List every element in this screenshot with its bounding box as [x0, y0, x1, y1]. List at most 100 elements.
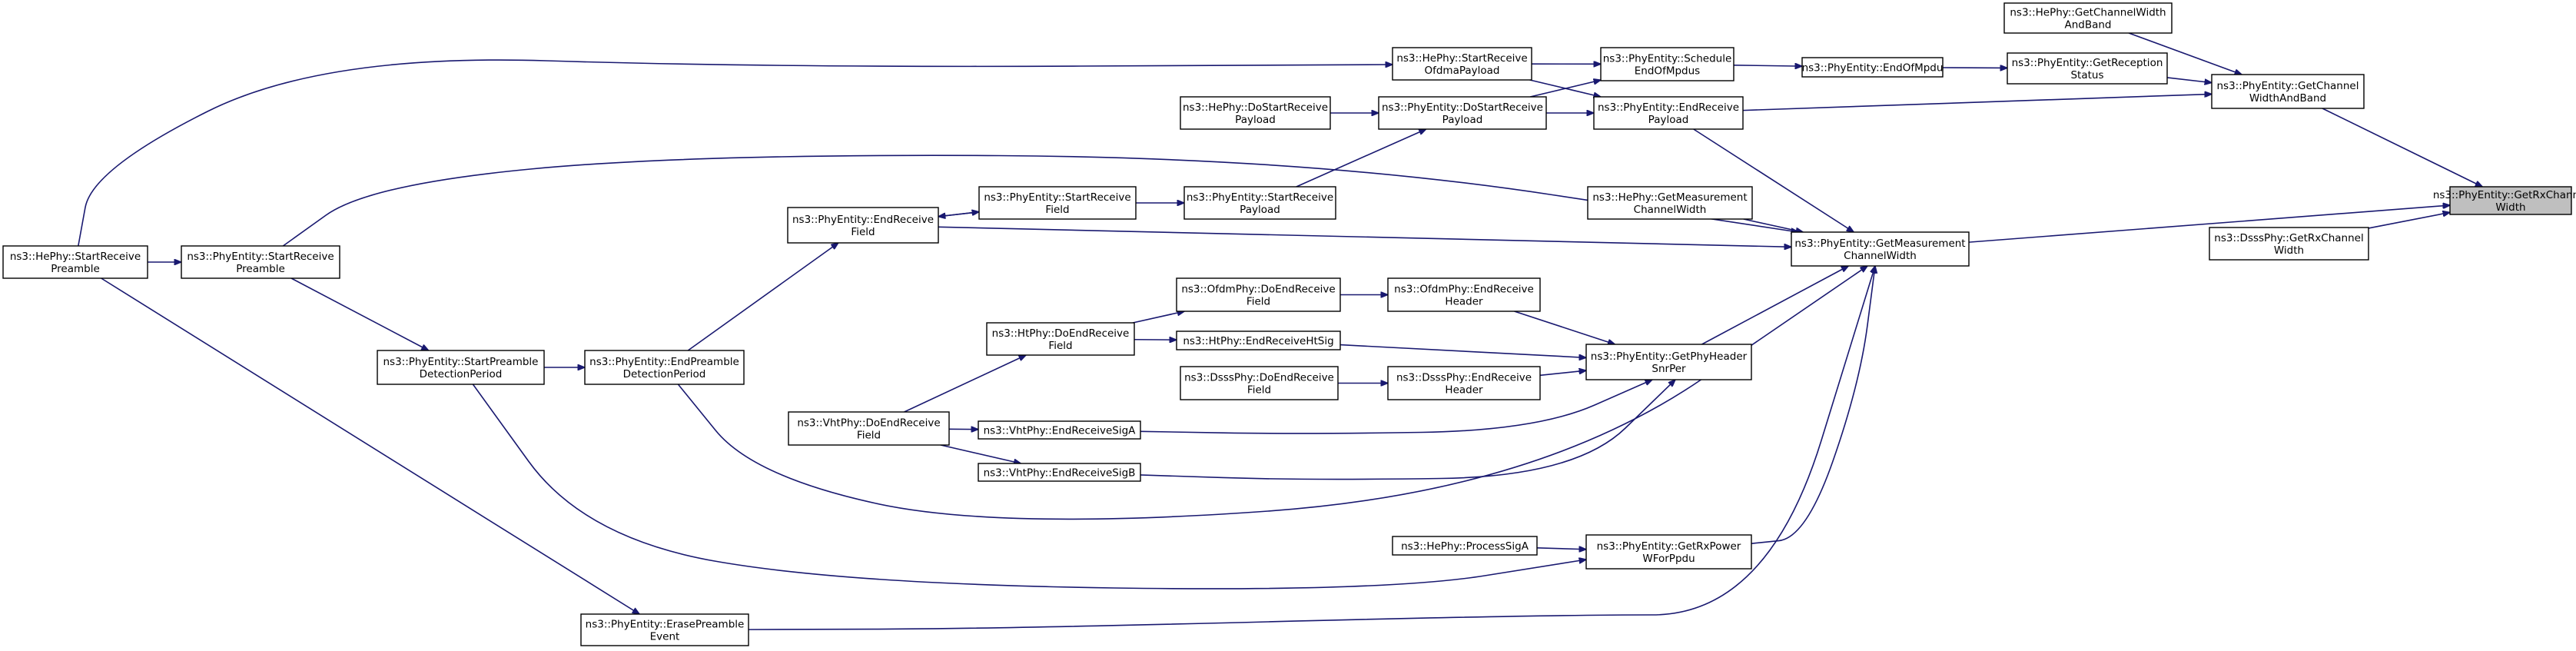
call-edge — [2322, 108, 2482, 187]
call-edge-line — [904, 355, 1026, 413]
call-edge — [687, 243, 838, 351]
node-box[interactable] — [2007, 52, 2168, 85]
node-box[interactable] — [1392, 536, 1538, 556]
node-label: ns3::HePhy::ProcessSigA — [1401, 540, 1529, 553]
function-node[interactable]: ns3::HtPhy::EndReceiveHtSig — [1176, 330, 1341, 350]
call-edge-line — [472, 384, 1586, 590]
function-node[interactable]: ns3::PhyEntity::EndOfMpdu — [1801, 57, 1944, 78]
node-label: Header — [1445, 296, 1483, 308]
node-label: Header — [1445, 384, 1483, 397]
node-label: ns3::PhyEntity::GetMeasurement — [1794, 237, 1965, 250]
call-edge-line — [1743, 218, 1803, 232]
node-label: Field — [1048, 340, 1072, 352]
node-label: Field — [851, 226, 875, 238]
call-edge-line — [1339, 344, 1586, 358]
node-box[interactable] — [978, 463, 1141, 482]
node-box[interactable] — [1801, 57, 1944, 78]
call-edge-line — [1539, 370, 1586, 377]
node-box[interactable] — [978, 186, 1137, 220]
node-box[interactable] — [2, 245, 148, 279]
node-label: ns3::PhyEntity::ErasePreamble — [586, 619, 745, 631]
call-edge — [101, 277, 639, 614]
function-node[interactable]: ns3::PhyEntity::EndPreambleDetectionPeri… — [584, 350, 745, 385]
node-box[interactable] — [377, 350, 545, 385]
function-node[interactable]: ns3::HePhy::ProcessSigA — [1392, 536, 1538, 556]
call-edge — [940, 444, 1021, 463]
call-edge — [1296, 129, 1426, 188]
node-box[interactable] — [2449, 186, 2572, 215]
function-node[interactable]: ns3::VhtPhy::EndReceiveSigB — [978, 463, 1141, 482]
node-box[interactable] — [1593, 96, 1744, 130]
node-label: ns3::OfdmPhy::EndReceive — [1394, 284, 1534, 296]
node-box[interactable] — [1585, 344, 1752, 380]
call-edge — [748, 266, 1875, 630]
node-box[interactable] — [1176, 330, 1341, 350]
node-box[interactable] — [978, 420, 1141, 440]
node-label: ns3::HePhy::StartReceive — [10, 251, 141, 263]
call-edge — [1339, 344, 1586, 358]
node-box[interactable] — [1392, 47, 1532, 81]
node-label: ns3::PhyEntity::EndPreamble — [589, 356, 739, 368]
node-box[interactable] — [584, 350, 745, 385]
node-box[interactable] — [1585, 534, 1752, 570]
function-node[interactable]: ns3::VhtPhy::EndReceiveSigA — [978, 420, 1141, 440]
node-box[interactable] — [1378, 96, 1547, 130]
function-node[interactable]: ns3::PhyEntity::GetMeasurementChannelWid… — [1791, 231, 1970, 267]
node-box[interactable] — [2211, 74, 2365, 109]
call-edge — [1140, 380, 1652, 434]
node-box[interactable] — [1600, 47, 1734, 81]
node-box[interactable] — [2209, 227, 2369, 261]
node-box[interactable] — [181, 245, 340, 279]
call-edge — [1536, 548, 1586, 550]
node-box[interactable] — [1587, 186, 1753, 220]
node-box[interactable] — [1387, 366, 1541, 400]
node-box[interactable] — [1180, 96, 1331, 130]
node-box[interactable] — [1176, 277, 1341, 312]
node-box[interactable] — [788, 411, 950, 446]
node-box[interactable] — [986, 322, 1135, 356]
node-box[interactable] — [1180, 366, 1339, 400]
node-box[interactable] — [1387, 277, 1541, 312]
node-box[interactable] — [580, 613, 749, 646]
node-box[interactable] — [787, 207, 939, 244]
call-edge — [78, 59, 1393, 247]
call-edge-line — [748, 266, 1875, 630]
node-box[interactable] — [1183, 186, 1336, 220]
function-node[interactable]: ns3::PhyEntity::StartPreambleDetectionPe… — [377, 350, 545, 385]
call-edge-line — [938, 226, 1791, 247]
call-edge-line — [1529, 79, 1601, 97]
node-label: Payload — [1235, 114, 1276, 126]
node-label: SnrPer — [1651, 363, 1686, 375]
edge-layer — [78, 32, 2482, 630]
node-box[interactable] — [2003, 2, 2173, 34]
call-edge-line — [1514, 311, 1615, 344]
node-label: Payload — [1442, 114, 1483, 126]
call-edge-line — [101, 277, 639, 614]
node-box[interactable] — [1791, 231, 1970, 267]
